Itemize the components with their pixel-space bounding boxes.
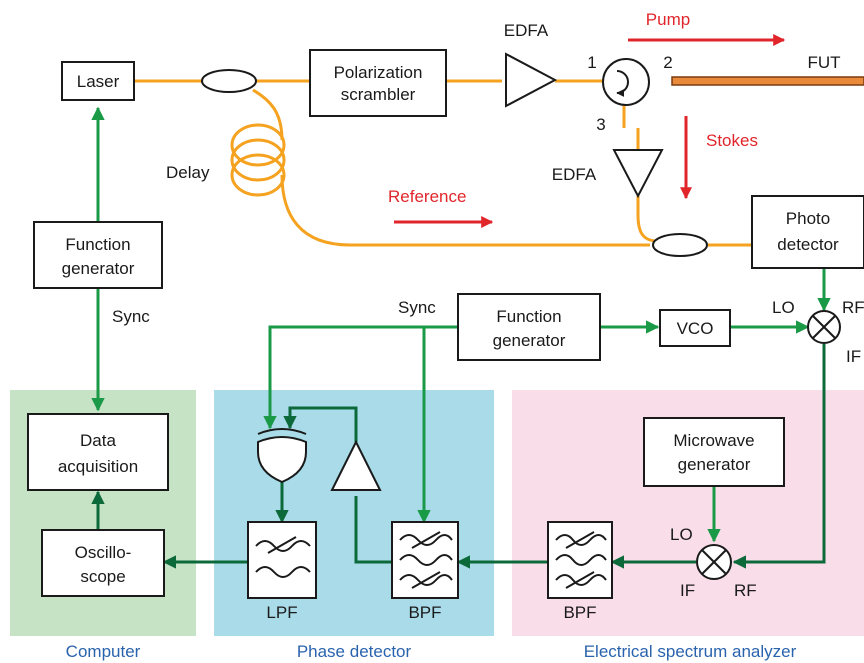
coupler-top (201, 69, 257, 93)
fut-fiber (671, 76, 864, 86)
photodetector-box (751, 195, 864, 269)
data-acquisition-box (27, 413, 169, 491)
optical-fiber-paths (134, 79, 752, 247)
laser-label: Laser (77, 72, 120, 91)
function-generator-left-box (33, 221, 163, 289)
data-acquisition-label-2: acquisition (58, 457, 138, 476)
polarization-scrambler-box (309, 49, 447, 117)
bpf-esa-filter-icon (547, 521, 613, 599)
stokes-label: Stokes (706, 131, 758, 150)
polarization-scrambler-label-1: Polarization (334, 63, 423, 82)
microwave-generator-label-2: generator (678, 455, 751, 474)
fut-label: FUT (807, 53, 840, 72)
circulator-port-2: 2 (663, 53, 672, 72)
reference-label: Reference (388, 187, 466, 206)
dark-signal-lines (91, 344, 826, 569)
microwave-generator-box (643, 417, 785, 487)
lpf-filter-icon (247, 521, 317, 599)
function-generator-left-label-2: generator (62, 259, 135, 278)
bpf-phase-filter-icon (391, 521, 459, 599)
data-acquisition-label-1: Data (80, 431, 116, 450)
mixer-bottom-icon (696, 544, 732, 580)
vco-label: VCO (677, 319, 714, 338)
xor-gate-icon (257, 428, 307, 484)
mixer-bottom-rf: RF (734, 581, 757, 600)
esa-region-label: Electrical spectrum analyzer (584, 642, 797, 661)
mixer-bottom-if: IF (680, 581, 695, 600)
phase-detector-region (214, 390, 494, 636)
laser-box (61, 61, 135, 101)
microwave-generator-label-1: Microwave (673, 431, 754, 450)
edfa-top-amplifier (505, 52, 558, 108)
circulator (602, 58, 650, 106)
photodetector-label-1: Photo (786, 209, 830, 228)
delay-label: Delay (166, 163, 210, 182)
sync-left-label: Sync (112, 307, 150, 326)
function-generator-mid-box (457, 293, 601, 361)
mixer-bottom-lo: LO (670, 525, 693, 544)
lpf-label: LPF (266, 603, 297, 622)
edfa-mid-amplifier (612, 149, 664, 199)
bpf-esa-label: BPF (563, 603, 596, 622)
photodetector-label-2: detector (777, 235, 839, 254)
mixer-top-if: IF (846, 347, 861, 366)
oscilloscope-label-2: scope (80, 567, 125, 586)
edfa-mid-label: EDFA (552, 165, 597, 184)
bpf-phase-label: BPF (408, 603, 441, 622)
mixer-top-lo: LO (772, 298, 795, 317)
function-generator-mid-label-2: generator (493, 331, 566, 350)
circulator-arrow-icon (616, 70, 629, 97)
computer-region-label: Computer (66, 642, 141, 661)
circulator-port-3: 3 (596, 115, 605, 134)
polarization-scrambler-label-2: scrambler (341, 85, 416, 104)
mixer-top-icon (807, 310, 841, 344)
oscilloscope-label-1: Oscillo- (75, 543, 132, 562)
function-generator-mid-label-1: Function (496, 307, 561, 326)
function-generator-left-label-1: Function (65, 235, 130, 254)
sync-mid-label: Sync (398, 298, 436, 317)
electrical-signal-lines (91, 106, 831, 543)
oscilloscope-box (41, 529, 165, 597)
vco-box (659, 309, 731, 347)
edfa-top-label: EDFA (504, 21, 549, 40)
circulator-port-1: 1 (587, 53, 596, 72)
phase-detector-region-label: Phase detector (297, 642, 412, 661)
pump-label: Pump (646, 10, 690, 29)
coupler-bottom (652, 233, 708, 257)
phase-amplifier (330, 439, 382, 491)
mixer-top-rf: RF (842, 298, 864, 317)
